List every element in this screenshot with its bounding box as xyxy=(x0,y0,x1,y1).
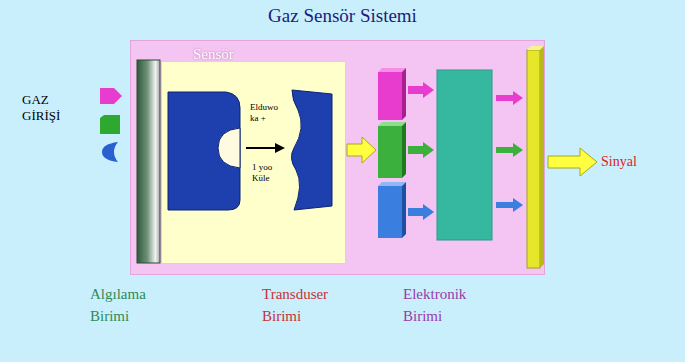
electronics-block xyxy=(437,70,492,240)
channel-block xyxy=(378,126,402,178)
analyte-shape xyxy=(291,90,332,210)
channel-arrow xyxy=(408,82,434,98)
diagram-title: Gaz Sensör Sistemi xyxy=(0,5,685,27)
sensing-layer xyxy=(137,60,160,263)
gas-molecule xyxy=(102,142,118,162)
section-title: Sensör xyxy=(193,45,234,63)
channel-block-side xyxy=(402,182,406,238)
signal-output-arrow xyxy=(548,148,597,176)
channel-block xyxy=(378,72,402,120)
output-arrow xyxy=(496,198,523,212)
unit-label: Elektronik Birimi xyxy=(403,283,493,327)
output-bar-top xyxy=(527,46,544,50)
receptor-shape xyxy=(168,92,240,210)
channel-block-top xyxy=(378,68,406,72)
channel-block-top xyxy=(378,182,406,186)
interaction-note: Elduwo ka + xyxy=(250,102,282,124)
output-bar xyxy=(527,50,540,268)
interaction-note: 1 yoo Küle xyxy=(252,162,282,184)
receptor-notch xyxy=(218,128,240,168)
unit-label: Transduser Birimi xyxy=(262,283,346,327)
unit-label: Algılama Birimi xyxy=(90,283,172,327)
gas-molecule xyxy=(100,88,122,104)
channel-block-side xyxy=(402,122,406,178)
channel-block xyxy=(378,186,402,238)
signal-arrow xyxy=(347,137,376,163)
channel-block-top xyxy=(378,122,406,126)
output-arrow xyxy=(496,143,523,157)
channel-block-side xyxy=(402,68,406,120)
sensor-housing: SensörElduwo ka + 1 yoo Küle xyxy=(130,40,545,275)
sensing-chamber: Elduwo ka + 1 yoo Küle xyxy=(161,61,346,264)
gas-molecule xyxy=(100,115,120,134)
channel-arrow xyxy=(408,204,434,220)
output-label: Sinyal xyxy=(601,153,637,170)
input-label: GAZ GİRİŞİ xyxy=(22,92,77,124)
interaction-arrowhead xyxy=(275,143,285,153)
interaction-arrow xyxy=(246,147,275,149)
output-bar-side xyxy=(540,46,544,268)
channel-arrow xyxy=(408,142,434,158)
output-arrow xyxy=(496,91,523,105)
